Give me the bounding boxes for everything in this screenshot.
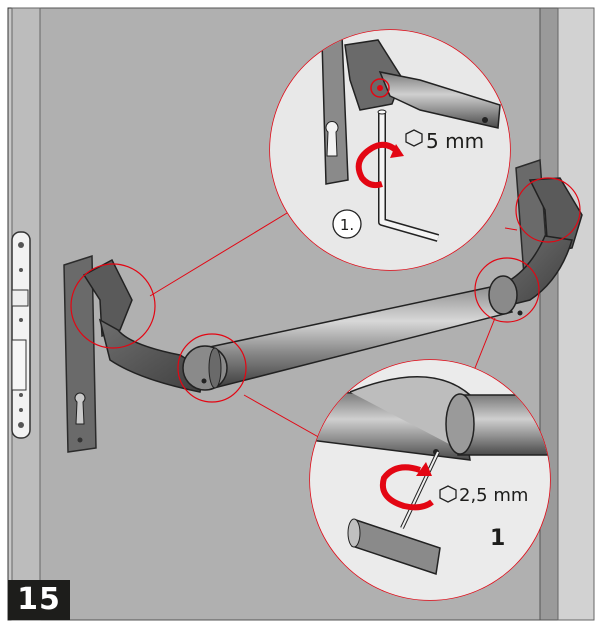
screwdriver-icon bbox=[347, 451, 441, 575]
hex-symbol-icon bbox=[439, 485, 457, 503]
highlight-right-bar-end bbox=[474, 257, 540, 323]
highlight-left-upper bbox=[70, 263, 156, 349]
highlight-left-bar-end bbox=[177, 333, 247, 403]
callout-bottom bbox=[309, 359, 551, 601]
hex-symbol-icon bbox=[405, 129, 423, 147]
highlight-circles bbox=[70, 177, 581, 403]
wall-right bbox=[557, 7, 595, 621]
top-tool-size-label: 5 mm bbox=[426, 129, 484, 153]
highlight-right-upper bbox=[515, 177, 581, 243]
door-frame bbox=[539, 7, 559, 621]
push-bar bbox=[182, 284, 514, 391]
bottom-tool-size-label: 2,5 mm bbox=[459, 485, 528, 506]
bottom-order-label: 1 bbox=[490, 526, 505, 551]
rotation-arrow-icon bbox=[380, 462, 434, 511]
rotation-arrow-icon bbox=[355, 141, 404, 189]
callout-top bbox=[269, 29, 511, 271]
lock-plate-icon bbox=[11, 231, 31, 439]
step-number-badge: 15 bbox=[8, 580, 70, 620]
left-escutcheon bbox=[63, 254, 97, 453]
top-order-label: 1. bbox=[340, 216, 354, 234]
hex-key-icon bbox=[377, 109, 440, 242]
order-circle bbox=[332, 209, 362, 239]
